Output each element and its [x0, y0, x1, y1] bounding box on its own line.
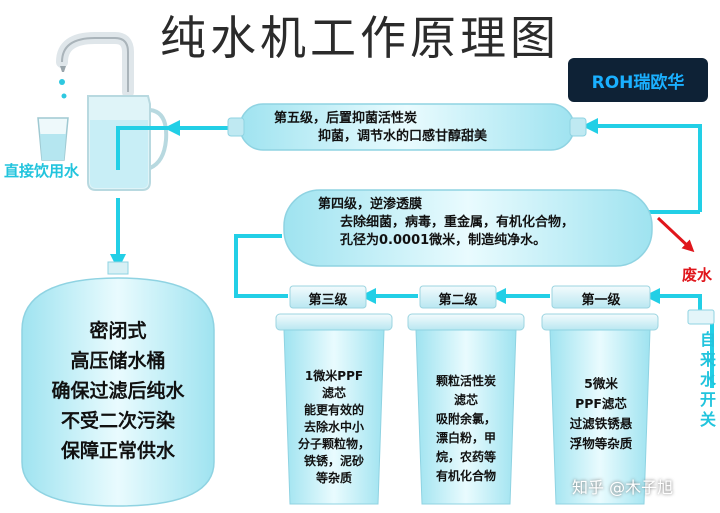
watermark: 知乎 @木子旭 — [572, 478, 674, 497]
stage4-label: 第四级，逆渗透膜 — [318, 197, 423, 212]
filter-vessels — [275, 313, 659, 505]
stage5-desc: 抑菌，调节水的口感甘醇甜美 — [318, 129, 488, 144]
tap-valve-icon — [687, 309, 715, 325]
tank-text: 密闭式 高压储水桶 确保过滤后纯水 不受二次污染 保障正常供水 — [51, 320, 185, 462]
stage2-bar-label: 第二级 — [438, 293, 478, 308]
stage-bars — [289, 285, 651, 309]
stage2-desc: 颗粒活性炭 滤芯 吸附余氯， 漂白粉，甲 烷，农药等 有机化合物 — [435, 374, 496, 483]
waste-arrow — [656, 216, 695, 253]
page-title: 纯水机工作原理图 — [160, 11, 560, 65]
stage4-line1: 去除细菌，病毒，重金属，有机化合物， — [340, 215, 575, 230]
glass-icon — [37, 117, 69, 161]
direct-drink-label: 直接饮用水 — [4, 162, 80, 180]
stage5-label: 第五级，后置抑菌活性炭 — [274, 111, 418, 126]
waste-water-label: 废水 — [682, 266, 713, 284]
brand-badge: ROH瑞欧华 — [568, 58, 708, 102]
faucet-icon — [56, 32, 134, 99]
stage5-filter — [227, 103, 587, 151]
stage1-bar-label: 第一级 — [581, 293, 621, 308]
stage4-line2: 孔径为0.0001微米，制造纯净水。 — [340, 233, 547, 248]
storage-tank — [21, 261, 215, 507]
stage3-bar-label: 第三级 — [308, 293, 348, 308]
water-jug-icon — [87, 95, 169, 191]
stage3-desc: 1微米PPF 滤芯 能更有效的 去除水中小 分子颗粒物， 铁锈，泥砂 等杂质 — [297, 369, 370, 485]
tap-switch-label: 自 来 水 开 关 — [699, 330, 716, 429]
stage1-desc: 5微米 PPF滤芯 过滤铁锈悬 浮物等杂质 — [569, 376, 633, 451]
stage4-ro-membrane — [283, 189, 653, 267]
